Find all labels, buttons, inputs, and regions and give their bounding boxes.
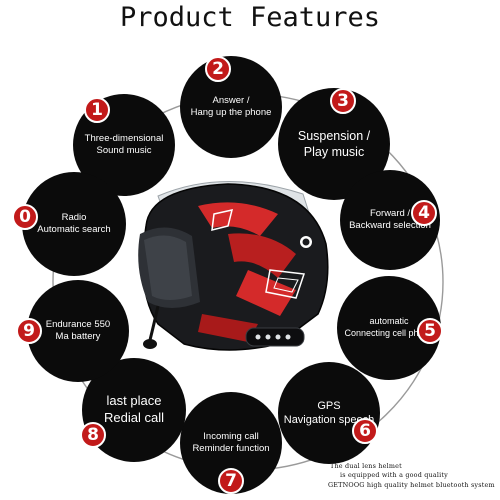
feature-8-line-1: last place [106,393,162,409]
caption-line-1: The dual lens helmet [330,462,402,470]
feature-7-line-2: Reminder function [192,443,270,454]
feature-0-line-1: Radio [61,211,87,223]
feature-badge-5: 5 [417,318,443,344]
feature-9-line-1: Endurance 550 [45,318,111,330]
feature-1-line-1: Three-dimensional [84,132,164,144]
caption-line-2: is equipped with a good quality [340,471,448,480]
feature-4-line-2: Backward selection [349,220,431,231]
feature-circle-6: GPS Navigation speech [278,362,380,464]
feature-badge-0: 0 [12,204,38,230]
feature-8-line-2: Redial call [104,410,164,425]
feature-badge-7: 7 [218,468,244,494]
feature-6-line-1: GPS [317,399,341,412]
feature-badge-2: 2 [205,56,231,82]
feature-3-line-1: Suspension / [297,128,371,143]
feature-1-line-2: Sound music [96,145,152,156]
feature-5-line-1: automatic [369,316,409,327]
feature-circle-9: Endurance 550 Ma battery [27,280,129,382]
caption-text: The dual lens helmet is equipped with a … [328,462,495,490]
feature-4-line-1: Forward / [369,207,411,219]
feature-circle-2: Answer / Hang up the phone [180,56,282,158]
caption-line-3: GETNOOG high quality helmet bluetooth sy… [328,480,495,489]
feature-badge-3: 3 [330,88,356,114]
feature-badge-6: 6 [352,418,378,444]
feature-9-line-2: Ma battery [55,331,101,342]
feature-badge-4: 4 [411,200,437,226]
page-title: Product Features [119,2,381,33]
feature-5-line-2: Connecting cell phone [344,328,434,338]
feature-0-line-2: Automatic search [37,224,111,235]
feature-badge-8: 8 [80,422,106,448]
feature-6-line-2: Navigation speech [283,414,375,426]
feature-2-line-1: Answer / [212,94,250,106]
feature-7-line-1: Incoming call [203,430,259,442]
feature-badge-1: 1 [84,97,110,123]
feature-3-line-2: Play music [303,145,365,159]
feature-badge-9: 9 [16,318,42,344]
helmet-image [138,181,329,351]
feature-2-line-2: Hang up the phone [190,107,272,118]
feature-circle-0: Radio Automatic search [22,172,126,276]
